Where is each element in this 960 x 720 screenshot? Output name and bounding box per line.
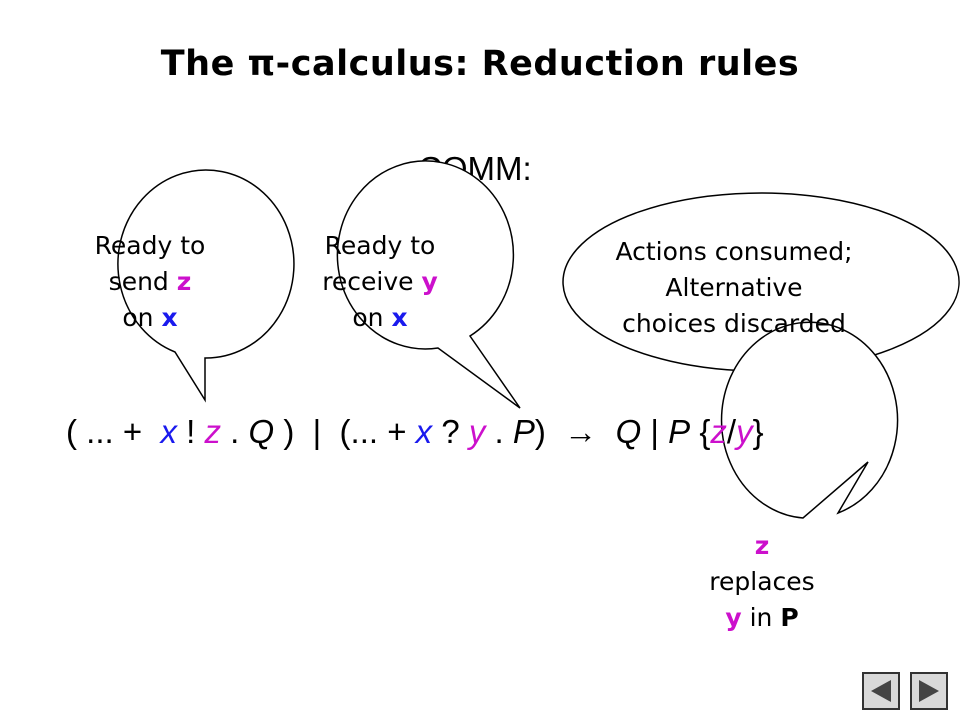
formula-y-substituted: y (736, 413, 753, 450)
receive-bubble-text: Ready to receive y on x (322, 231, 438, 332)
comm-reduction-formula: ( ... + x ! z . Q ) | (... + x ? y . P) … (66, 413, 764, 450)
send-bubble-shape (117, 169, 295, 403)
consumed-bubble-text: Actions consumed; Alternative choices di… (615, 237, 853, 338)
previous-slide-button[interactable] (862, 672, 900, 710)
replace-bubble-shape (720, 321, 899, 519)
triangle-right-icon (919, 680, 939, 702)
replace-bubble-text: z replaces y in P (709, 531, 815, 632)
formula-x-receive: x (415, 413, 433, 450)
receive-bubble-shape (336, 160, 521, 409)
reduction-arrow-icon: → (564, 413, 598, 450)
triangle-left-icon (871, 680, 891, 702)
next-slide-button[interactable] (910, 672, 948, 710)
formula-z-sent: z (204, 413, 221, 450)
formula-y-received: y (468, 413, 486, 450)
formula-x-send: x (160, 413, 177, 450)
formula-z-substituted: z (710, 413, 727, 450)
send-bubble-text: Ready to send z on x (94, 231, 206, 332)
slide-title: The π-calculus: Reduction rules (160, 44, 800, 84)
